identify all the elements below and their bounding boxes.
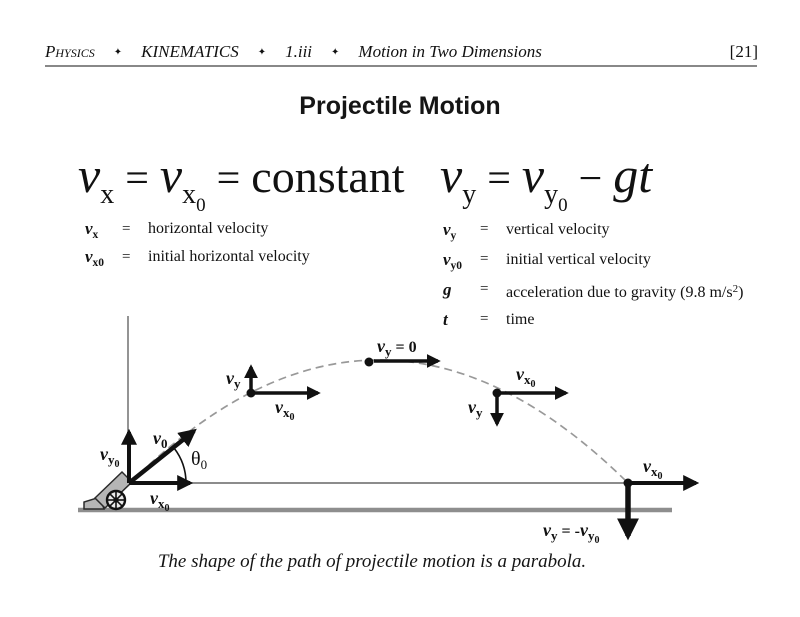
label-origin-vy0: vy0 bbox=[100, 444, 120, 470]
definition-text: horizontal velocity bbox=[148, 220, 269, 237]
header-topic: Motion in Two Dimensions bbox=[358, 42, 542, 61]
label-origin-vx0: vx0 bbox=[150, 488, 170, 514]
trajectory-point-rising bbox=[246, 388, 256, 398]
eq-subsubscript: 0 bbox=[196, 195, 206, 216]
label-rising-vy: vy bbox=[226, 368, 241, 391]
eq-symbol: v bbox=[521, 147, 545, 203]
definition-symbol: vx0 bbox=[85, 247, 105, 269]
vector-initial-velocity bbox=[127, 428, 197, 485]
definition-text: acceleration due to gravity (9.8 m/s2) bbox=[506, 283, 744, 301]
equals-sign: = bbox=[122, 221, 131, 237]
label-origin-v0: v0 bbox=[153, 428, 168, 451]
label-landing-vy-equation: vy = -vy0 bbox=[543, 520, 599, 546]
eq-subscript: y bbox=[544, 179, 559, 210]
diamond-separator-icon: ✦ bbox=[113, 46, 123, 58]
diamond-separator-icon: ✦ bbox=[257, 46, 267, 58]
header-subject: Physics bbox=[45, 42, 95, 61]
page-number: [21] bbox=[729, 42, 758, 61]
equals-sign: = bbox=[216, 156, 241, 202]
definition-symbol: vy bbox=[443, 220, 457, 242]
eq-rhs: constant bbox=[251, 151, 405, 202]
header-rule bbox=[45, 65, 757, 67]
equation-horizontal-velocity: vx=vx0=constant bbox=[78, 150, 405, 215]
equals-sign: = bbox=[480, 221, 489, 237]
launch-angle-arc bbox=[173, 447, 187, 484]
trajectory-point-landing bbox=[623, 478, 633, 488]
label-launch-angle: θ0 bbox=[191, 448, 207, 472]
equals-sign: = bbox=[480, 251, 489, 267]
definition-symbol: vx bbox=[85, 219, 99, 241]
definition-text: time bbox=[506, 311, 535, 328]
eq-subscript: x bbox=[182, 179, 197, 210]
header-course: KINEMATICS bbox=[141, 42, 239, 61]
eq-subsubscript: 0 bbox=[558, 195, 568, 216]
equals-sign: = bbox=[122, 249, 131, 265]
diamond-separator-icon: ✦ bbox=[331, 46, 340, 58]
label-apex-vy-zero: vy = 0 bbox=[377, 336, 417, 359]
definition-text: initial horizontal velocity bbox=[148, 248, 310, 265]
label-landing-vx0: vx0 bbox=[643, 456, 663, 482]
trajectory-path bbox=[129, 359, 629, 484]
label-rising-vx0: vx0 bbox=[275, 397, 295, 423]
equals-sign: = bbox=[480, 281, 489, 297]
wheel-hub bbox=[113, 497, 119, 503]
definition-text: initial vertical velocity bbox=[506, 251, 651, 268]
equals-sign: = bbox=[480, 311, 489, 327]
definition-symbol: t bbox=[443, 310, 448, 329]
label-falling-vy: vy bbox=[468, 397, 483, 420]
equation-vertical-velocity: vy=vy0−gt bbox=[440, 150, 652, 215]
eq-subscript: y bbox=[462, 179, 477, 210]
minus-sign: − bbox=[578, 156, 603, 202]
definition-symbol: g bbox=[443, 280, 452, 299]
label-falling-vx0: vx0 bbox=[516, 364, 536, 390]
definitions-vertical: vy = vertical velocity vy0 = initial ver… bbox=[443, 218, 743, 338]
eq-symbol: v bbox=[440, 147, 463, 203]
trajectory-point-apex bbox=[364, 357, 374, 367]
page-title: Projectile Motion bbox=[299, 92, 501, 120]
equals-sign: = bbox=[487, 156, 511, 202]
eq-rhs: gt bbox=[613, 147, 653, 203]
cannon bbox=[83, 470, 134, 511]
projectile-motion-diagram: vy0 v0 θ0 vx0 vy vx0 vy = 0 vx0 vy vx0 v… bbox=[78, 316, 700, 546]
definition-symbol: vy0 bbox=[443, 250, 463, 272]
header-section-number: 1.iii bbox=[285, 42, 313, 61]
trajectory-point-falling bbox=[492, 388, 502, 398]
eq-subscript: x bbox=[100, 179, 115, 210]
figure-caption: The shape of the path of projectile moti… bbox=[157, 551, 587, 572]
eq-symbol: v bbox=[159, 147, 183, 203]
definitions-horizontal: vx = horizontal velocity vx0 = initial h… bbox=[85, 218, 310, 274]
page-header: Physics ✦ KINEMATICS ✦ 1.iii ✦ Motion in… bbox=[45, 42, 542, 62]
equals-sign: = bbox=[125, 156, 149, 202]
definition-text: vertical velocity bbox=[506, 221, 610, 238]
eq-symbol: v bbox=[78, 147, 101, 203]
